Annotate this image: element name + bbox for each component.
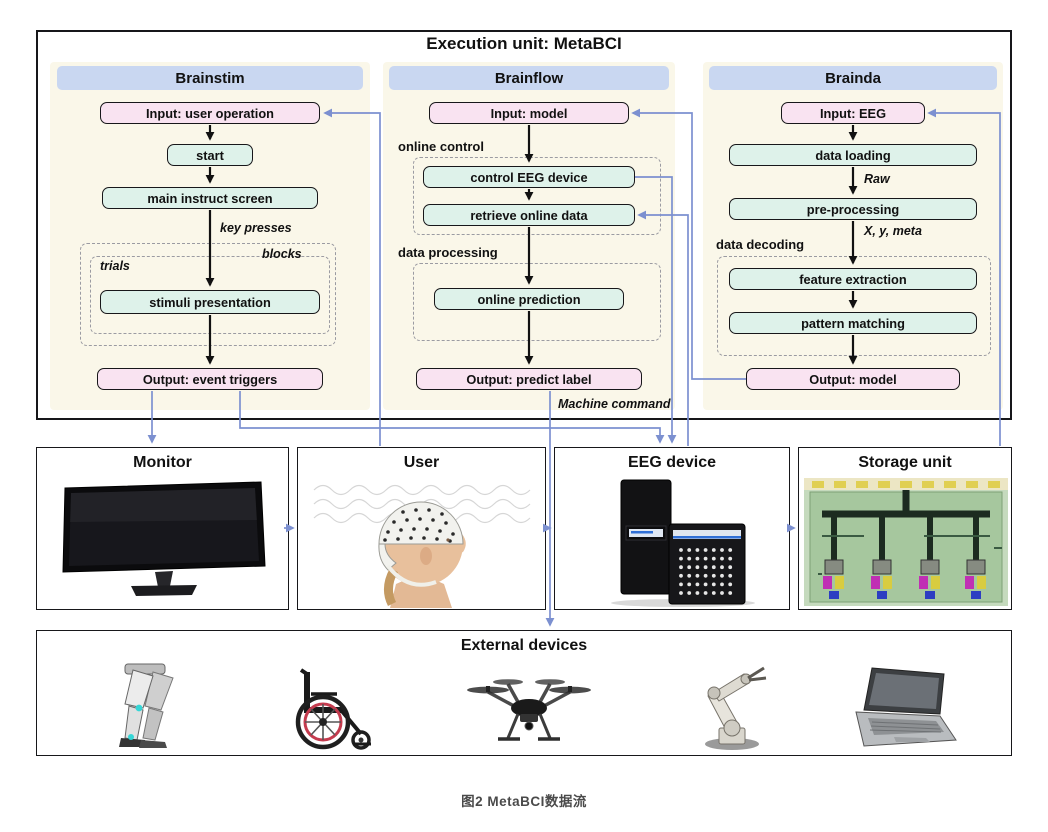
wheelchair-image [295, 668, 371, 750]
storage-unit-title: Storage unit [858, 454, 952, 471]
xy-meta-label: X, y, meta [864, 224, 922, 238]
figure-caption: 图2 MetaBCI数据流 [461, 794, 587, 809]
brainstim-stimuli-box: stimuli presentation [100, 290, 320, 314]
online-prediction-box: online prediction [434, 288, 624, 310]
storage-unit-image [804, 478, 1008, 606]
user-box: User [297, 447, 546, 610]
brainflow-input-box: Input: model [429, 102, 629, 124]
monitor-image [62, 481, 266, 596]
execution-unit-title: Execution unit: MetaBCI [426, 34, 622, 53]
brainstim-header: Brainstim [57, 66, 363, 90]
data-processing-label: data processing [398, 245, 498, 260]
brainstim-output-box: Output: event triggers [97, 368, 323, 390]
blocks-label: blocks [262, 247, 302, 261]
drone-image [467, 679, 591, 741]
preprocessing-box: pre-processing [729, 198, 977, 220]
eeg-device-box: EEG device [554, 447, 790, 610]
brainstim-start-box: start [167, 144, 253, 166]
user-image [313, 484, 531, 608]
brainda-input-box: Input: EEG [781, 102, 925, 124]
control-eeg-device-box: control EEG device [423, 166, 635, 188]
brainstim-main-instruct-box: main instruct screen [102, 187, 318, 209]
robotic-arm-image [705, 666, 767, 750]
monitor-box: Monitor [36, 447, 289, 610]
retrieve-online-data-box: retrieve online data [423, 204, 635, 226]
brainda-header: Brainda [709, 66, 997, 90]
external-devices-title: External devices [460, 637, 588, 654]
brainflow-header: Brainflow [389, 66, 669, 90]
raw-label: Raw [864, 172, 890, 186]
eeg-device-image [611, 479, 755, 607]
data-decoding-label: data decoding [716, 237, 805, 252]
user-title: User [403, 454, 440, 471]
feature-extraction-box: feature extraction [729, 268, 977, 290]
brainstim-input-box: Input: user operation [100, 102, 320, 124]
trials-label: trials [100, 259, 130, 273]
external-devices-box: External devices [36, 630, 1012, 756]
key-presses-label: key presses [220, 221, 292, 235]
monitor-title: Monitor [133, 454, 192, 471]
eeg-device-title: EEG device [627, 454, 717, 471]
data-loading-box: data loading [729, 144, 977, 166]
pattern-matching-box: pattern matching [729, 312, 977, 334]
storage-unit-box: Storage unit [798, 447, 1012, 610]
machine-command-label: Machine command [558, 397, 671, 411]
laptop-image [855, 667, 957, 747]
brainflow-output-box: Output: predict label [416, 368, 642, 390]
online-control-label: online control [398, 139, 484, 154]
brainda-output-box: Output: model [746, 368, 960, 390]
exoskeleton-image [119, 663, 174, 748]
